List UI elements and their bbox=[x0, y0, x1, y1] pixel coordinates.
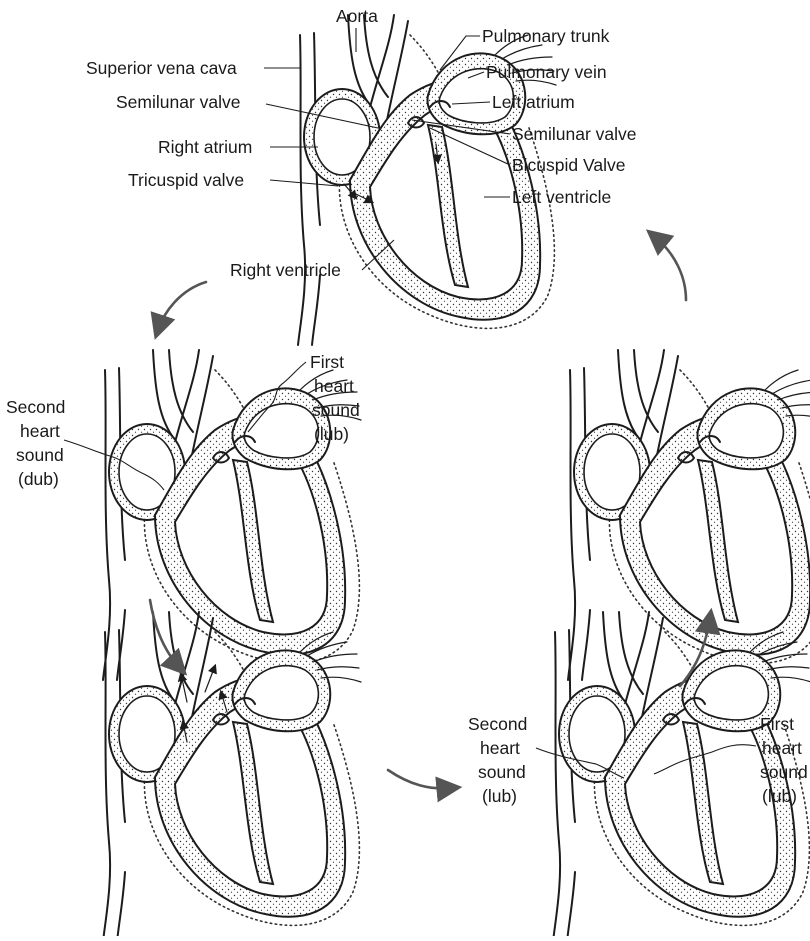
sound-label-line: First bbox=[760, 714, 794, 734]
label-tricuspid-valve: Tricuspid valve bbox=[128, 170, 244, 190]
sound-label-line: Second bbox=[468, 714, 527, 734]
sound-label-line: sound bbox=[16, 445, 64, 465]
sound-label-line: First bbox=[310, 352, 344, 372]
cycle-arrow-3 bbox=[388, 770, 452, 788]
sound-label-line: (lub) bbox=[482, 786, 517, 806]
label-bicuspid-valve: Bicuspid Valve bbox=[512, 155, 626, 175]
sound-label-line: heart bbox=[20, 421, 60, 441]
sound-label-line: heart bbox=[762, 738, 802, 758]
label-left-ventricle: Left ventricle bbox=[512, 187, 611, 207]
cycle-arrow-1 bbox=[158, 282, 206, 330]
label-right-ventricle: Right ventricle bbox=[230, 260, 341, 280]
sound-label-line: sound bbox=[312, 400, 360, 420]
label-superior-vena-cava: Superior vena cava bbox=[86, 58, 237, 78]
sound-label-line: heart bbox=[314, 376, 354, 396]
label-right-atrium: Right atrium bbox=[158, 137, 252, 157]
sound-label-line: (lub) bbox=[762, 786, 797, 806]
cycle-arrow-5 bbox=[654, 236, 686, 300]
sound-label-line: (lub) bbox=[314, 424, 349, 444]
sound-label-line: heart bbox=[480, 738, 520, 758]
label-semilunar-valve-left: Semilunar valve bbox=[116, 92, 241, 112]
label-pulmonary-trunk: Pulmonary trunk bbox=[482, 26, 610, 46]
label-semilunar-valve-right: Semilunar valve bbox=[512, 124, 637, 144]
label-pulmonary-vein: Pulmonary vein bbox=[486, 62, 607, 82]
heart-bottom-left bbox=[103, 612, 361, 936]
label-aorta: Aorta bbox=[336, 6, 378, 26]
sound-label-line: Second bbox=[6, 397, 65, 417]
label-left-atrium: Left atrium bbox=[492, 92, 575, 112]
sound-label-line: (dub) bbox=[18, 469, 59, 489]
sound-label-line: sound bbox=[478, 762, 526, 782]
sound-label-line: sound bbox=[760, 762, 808, 782]
